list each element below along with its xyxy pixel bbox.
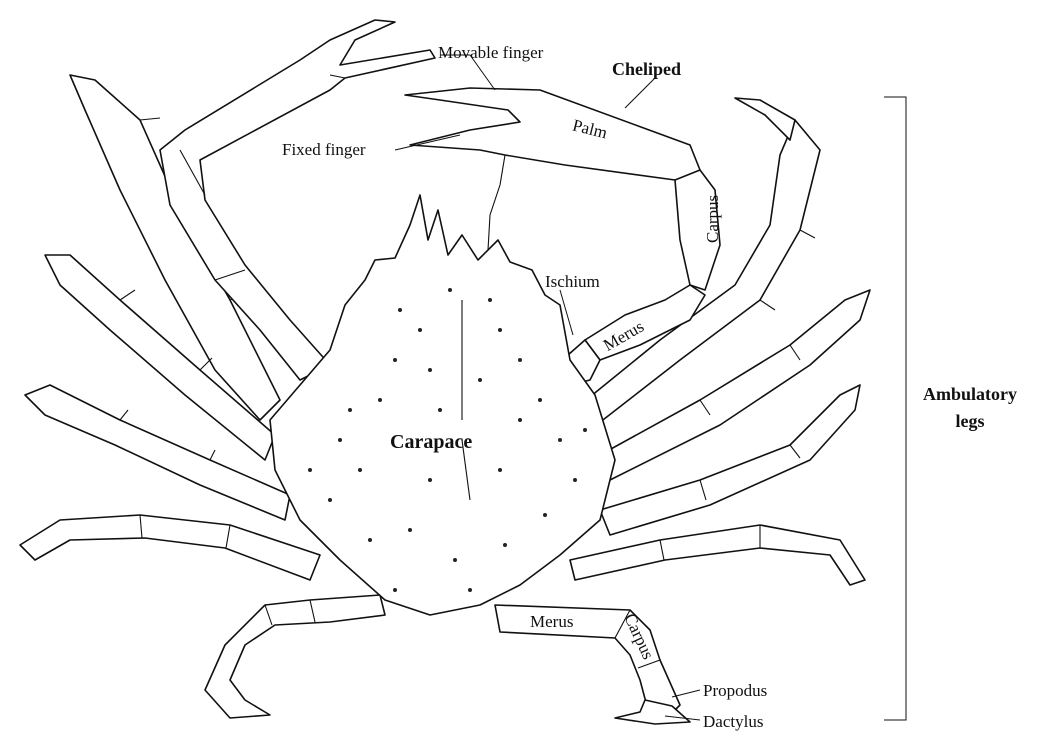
label-merus-leg: Merus xyxy=(530,612,573,631)
carapace-body xyxy=(270,195,615,615)
label-propodus: Propodus xyxy=(703,681,767,700)
label-legs: legs xyxy=(956,411,985,431)
bottom-left-leg xyxy=(205,595,385,718)
label-fixed-finger: Fixed finger xyxy=(282,140,366,159)
ambulatory-bracket xyxy=(884,97,906,720)
label-cheliped: Cheliped xyxy=(612,59,681,79)
left-leg-4 xyxy=(20,515,320,580)
label-dactylus: Dactylus xyxy=(703,712,763,731)
bottom-right-leg xyxy=(495,605,690,724)
label-movable-finger: Movable finger xyxy=(438,43,544,62)
label-carpus-cheliped: Carpus xyxy=(703,195,722,243)
label-ambulatory: Ambulatory xyxy=(923,384,1017,404)
label-ischium: Ischium xyxy=(545,272,600,291)
label-carapace: Carapace xyxy=(390,431,472,453)
